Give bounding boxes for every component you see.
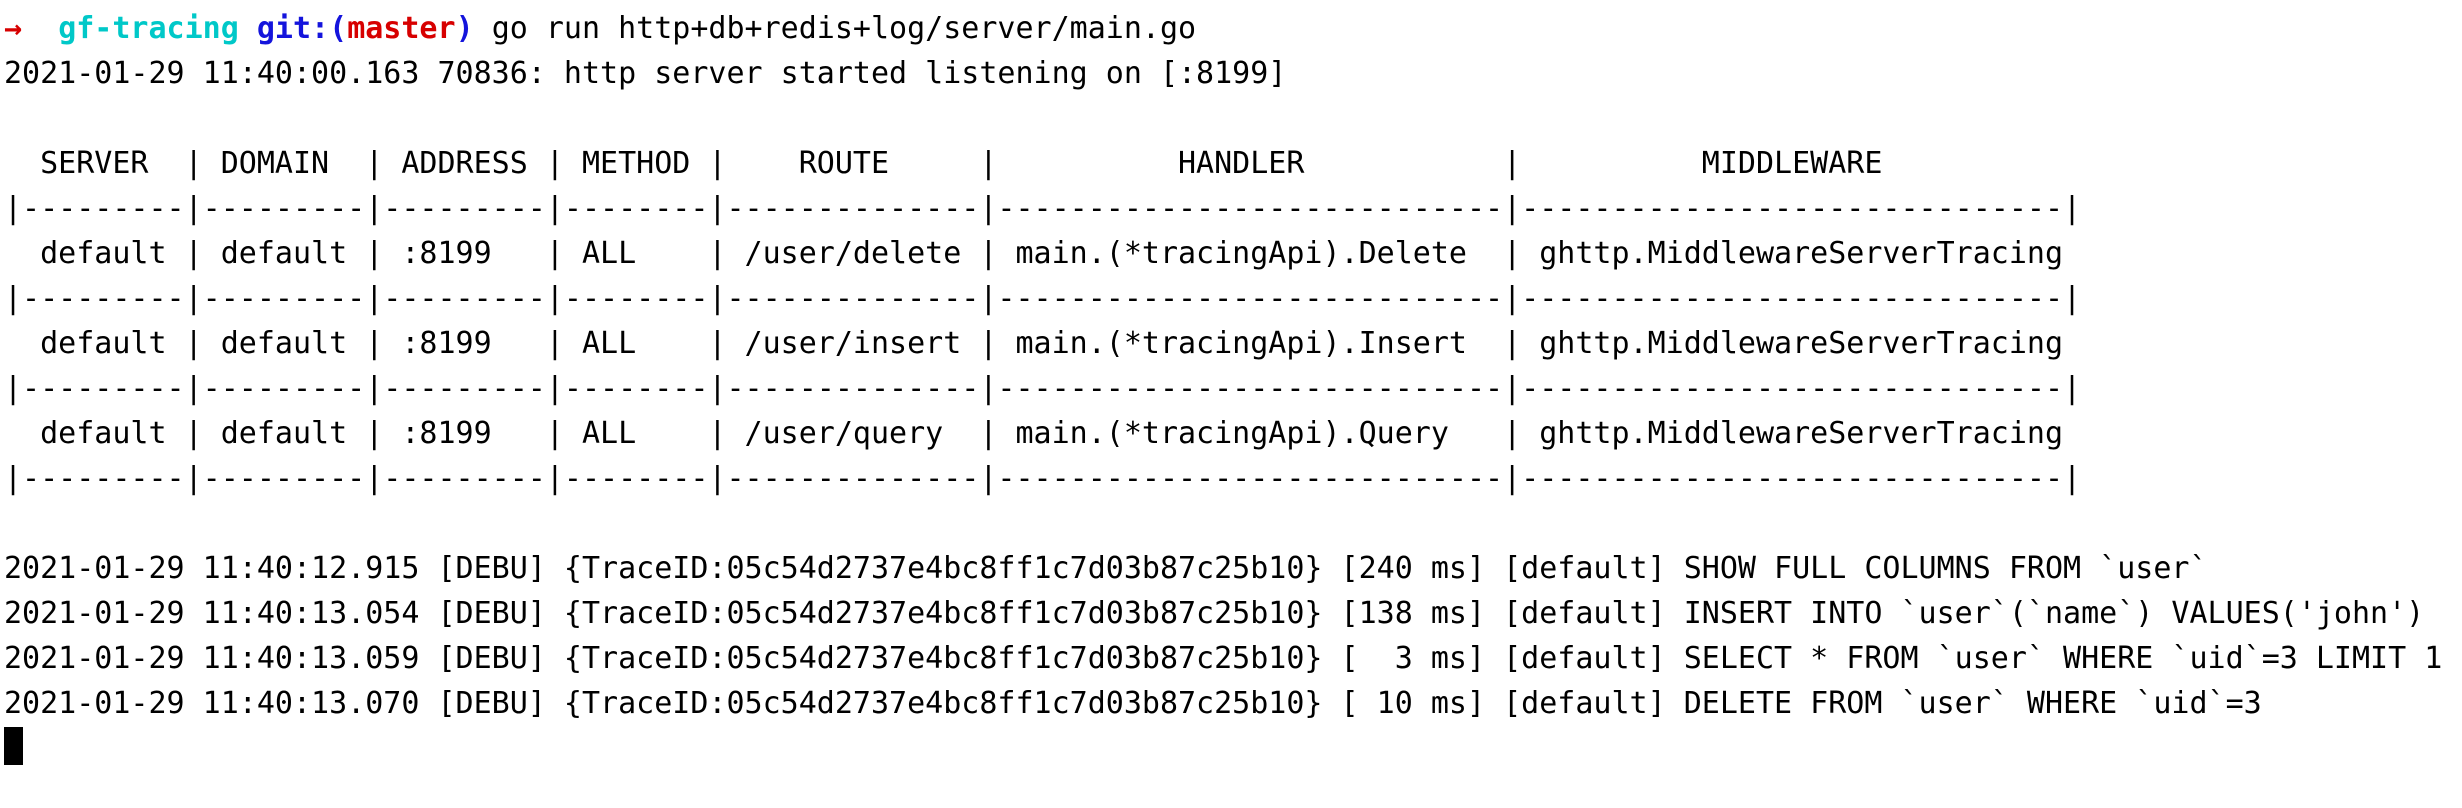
log-line: 2021-01-29 11:40:13.059 [DEBU] {TraceID:… — [4, 641, 2443, 676]
prompt-git-prefix: git:( — [256, 11, 348, 46]
block-cursor — [4, 727, 23, 765]
log-line: 2021-01-29 11:40:12.915 [DEBU] {TraceID:… — [4, 551, 2208, 586]
prompt-gap-3 — [474, 11, 492, 46]
prompt-line: → gf-tracing git:(master) go run http+db… — [4, 6, 2462, 51]
blank-line-2 — [4, 501, 2462, 546]
log-line: 2021-01-29 11:40:13.070 [DEBU] {TraceID:… — [4, 686, 2262, 721]
log-line: 2021-01-29 11:40:13.054 [DEBU] {TraceID:… — [4, 596, 2425, 631]
prompt-repo-name: gf-tracing — [58, 11, 239, 46]
table-row: default | default | :8199 | ALL | /user/… — [4, 236, 2082, 271]
route-table-separator-2: |---------|---------|---------|--------|… — [4, 371, 2082, 406]
prompt-gap-1 — [22, 11, 58, 46]
prompt-gap-2 — [239, 11, 257, 46]
prompt-git-branch: master — [347, 11, 456, 46]
server-startup-line: 2021-01-29 11:40:00.163 70836: http serv… — [4, 56, 1287, 91]
route-table-header: SERVER | DOMAIN | ADDRESS | METHOD | ROU… — [4, 146, 2064, 181]
table-row: default | default | :8199 | ALL | /user/… — [4, 416, 2082, 451]
prompt-command-text: go run http+db+redis+log/server/main.go — [491, 11, 1197, 46]
cursor-line — [4, 726, 2462, 771]
route-table-separator-0: |---------|---------|---------|--------|… — [4, 191, 2082, 226]
route-table: SERVER | DOMAIN | ADDRESS | METHOD | ROU… — [4, 141, 2462, 501]
prompt-git-suffix: ) — [455, 11, 474, 46]
prompt-arrow-icon: → — [4, 11, 23, 46]
table-row: default | default | :8199 | ALL | /user/… — [4, 326, 2082, 361]
route-table-separator-3: |---------|---------|---------|--------|… — [4, 461, 2082, 496]
blank-line-1 — [4, 96, 2462, 141]
route-table-separator-1: |---------|---------|---------|--------|… — [4, 281, 2082, 316]
